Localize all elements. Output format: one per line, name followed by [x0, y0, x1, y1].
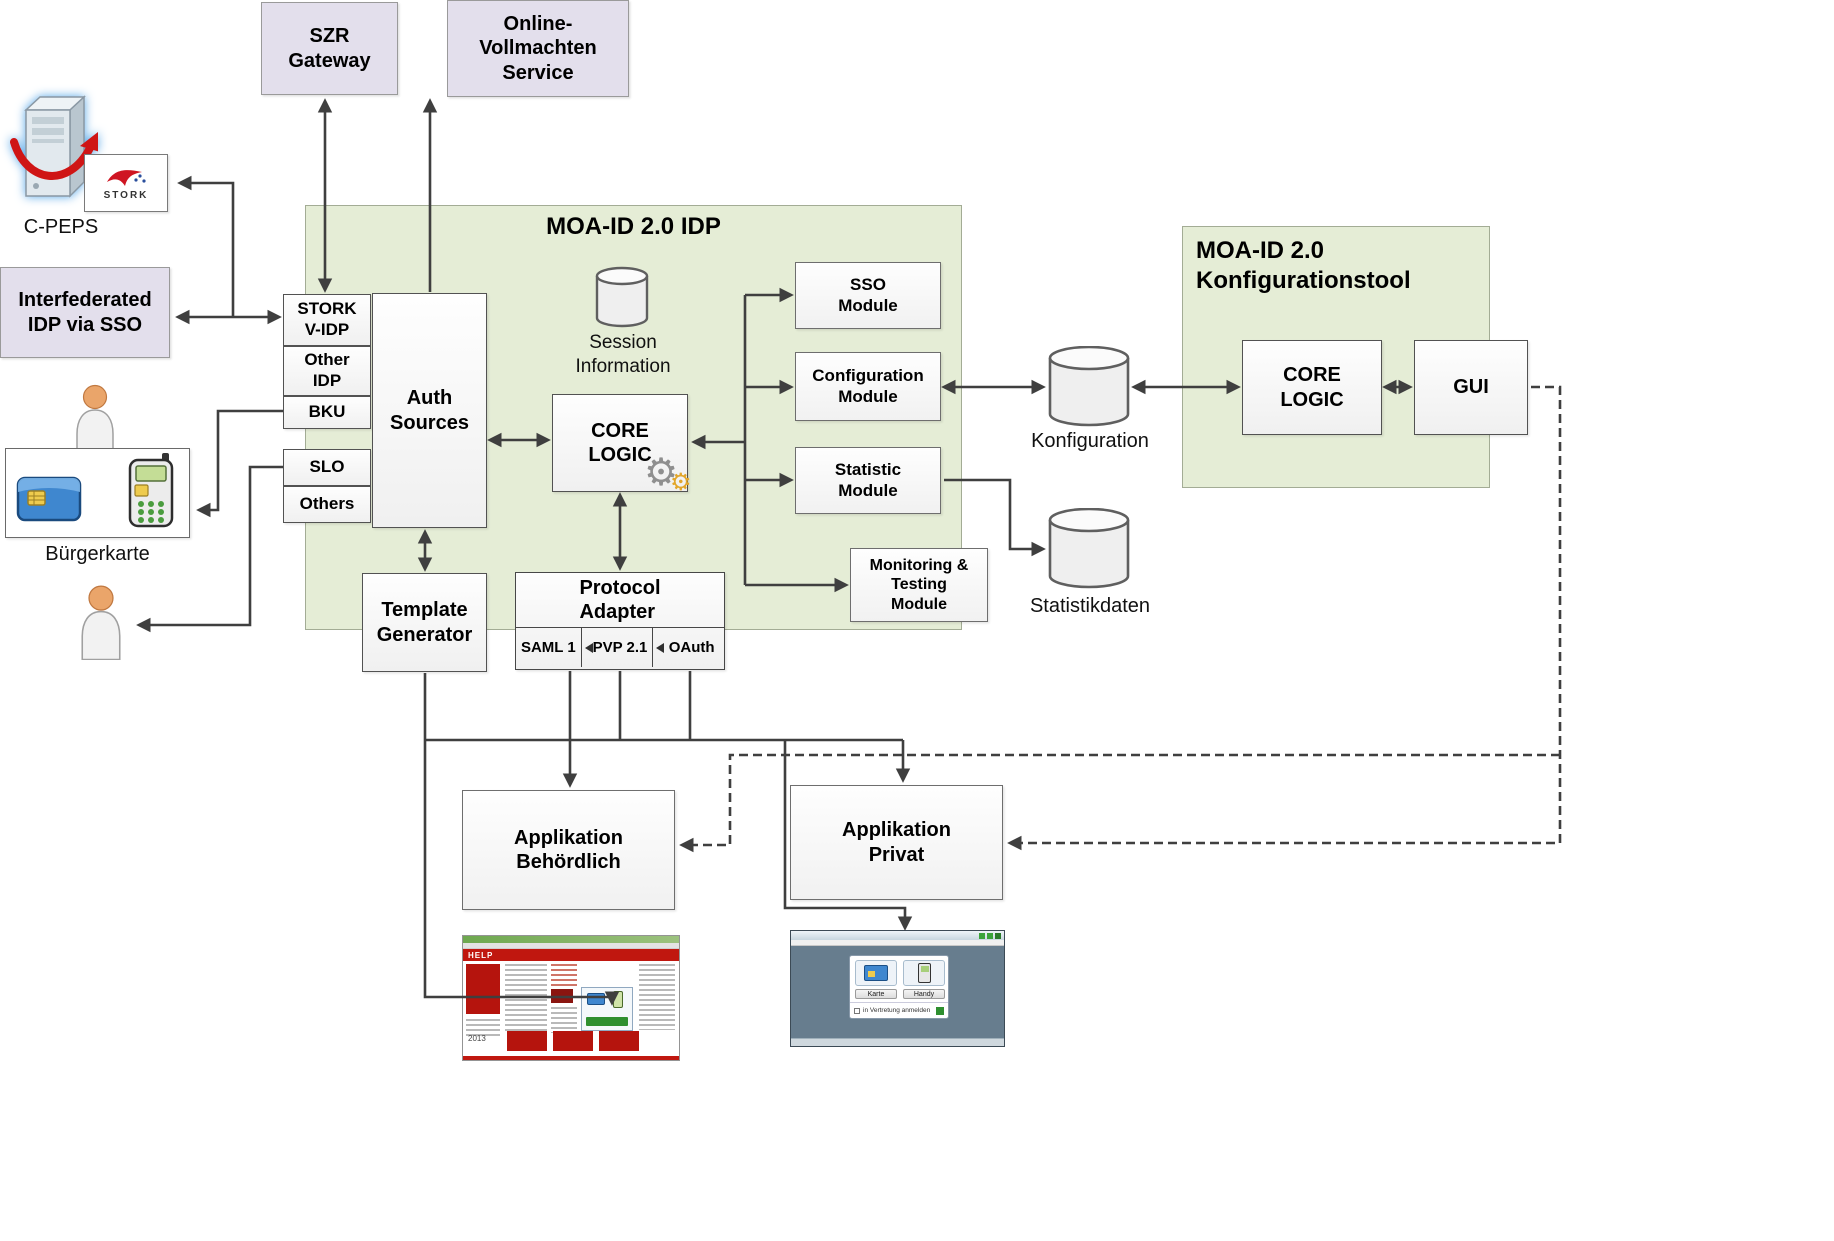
- help-header-band: HELP: [463, 949, 679, 961]
- idp-panel-title: MOA-ID 2.0 IDP: [546, 213, 721, 240]
- statistikdaten-db-icon: [1048, 508, 1130, 589]
- window-menubar: [791, 940, 1004, 946]
- interfederated-idp-node: Interfederated IDP via SSO: [0, 267, 170, 358]
- applikation-behoerdlich-node: Applikation Behördlich: [462, 790, 675, 910]
- window-statusbar: [791, 1038, 1004, 1046]
- phone-tile: [903, 960, 945, 986]
- smartcard-icon: [16, 476, 82, 522]
- vertretung-checkbox: [854, 1007, 860, 1014]
- template-generator-node: Template Generator: [362, 573, 487, 672]
- monitoring-module-node: Monitoring & Testing Module: [850, 548, 988, 622]
- help-widget-button: [586, 1017, 628, 1026]
- others-node: Others: [283, 486, 371, 523]
- window-titlebar: [791, 931, 1004, 940]
- vertretung-label: in Vertretung anmelden: [863, 1007, 931, 1014]
- mini-phone-icon: [917, 963, 931, 983]
- core-logic-konfigtool-node: CORE LOGIC: [1242, 340, 1382, 435]
- stork-vidp-node: STORK V-IDP: [283, 294, 371, 346]
- help-footer-block: [507, 1031, 547, 1051]
- stork-badge: STORK: [84, 154, 168, 212]
- info-badge: [936, 1006, 944, 1015]
- window-button: [995, 932, 1001, 939]
- statistikdaten-label: Statistikdaten: [1029, 595, 1151, 617]
- statistic-module-node: Statistic Module: [795, 447, 941, 514]
- help-bottom-strip: [463, 1056, 679, 1060]
- auth-sources-node: Auth Sources: [372, 293, 487, 528]
- mini-phone-icon: [613, 991, 623, 1008]
- configuration-module-node: Configuration Module: [795, 352, 941, 421]
- help-left-column: [466, 964, 500, 1014]
- konfiguration-label: Konfiguration: [1031, 430, 1149, 452]
- dialog-footer: in Vertretung anmelden: [850, 1002, 948, 1018]
- session-db-icon: [595, 266, 649, 328]
- server-icon: [10, 95, 98, 198]
- mobile-phone-icon: [128, 453, 174, 528]
- protocol-oauth: OAuth: [652, 628, 724, 667]
- session-information-label: Session Information: [575, 332, 671, 377]
- szr-gateway-node: SZR Gateway: [261, 2, 398, 95]
- stork-badge-label: STORK: [103, 189, 149, 201]
- bku-selection-dialog: Karte Handy in Vertretung anmelden: [849, 955, 949, 1019]
- handy-button: Handy: [903, 989, 945, 999]
- help-text-block: [505, 964, 547, 1034]
- protocol-adapter-label: Protocol Adapter: [579, 577, 661, 623]
- protocol-saml1: SAML 1: [520, 639, 576, 656]
- slo-node: SLO: [283, 449, 371, 486]
- karte-button: Karte: [855, 989, 897, 999]
- window-button: [987, 932, 993, 939]
- help-footer-block: [599, 1031, 639, 1051]
- buergerkarte-label: Bürgerkarte: [45, 543, 150, 565]
- konfiguration-db-icon: [1048, 346, 1130, 427]
- gear-icon: ⚙ ⚙: [644, 450, 692, 496]
- card-tile: [855, 960, 897, 986]
- c-peps-label: C-PEPS: [23, 216, 99, 238]
- mini-card-icon: [587, 993, 605, 1005]
- arrow-bku-buergerkarte: [196, 409, 283, 518]
- help-logo: HELP: [468, 950, 494, 960]
- login-window-screenshot: Karte Handy in Vertretung anmelden: [790, 930, 1005, 1047]
- help-thumb: [551, 989, 573, 1003]
- help-text-block: [466, 1019, 500, 1037]
- browser-topbar: [463, 936, 679, 943]
- help-portal-screenshot: HELP 2013: [462, 935, 680, 1061]
- help-year: 2013: [468, 1034, 486, 1043]
- protocol-adapter-node: Protocol Adapter SAML 1 PVP 2.1 OAuth: [515, 572, 725, 670]
- sso-module-node: SSO Module: [795, 262, 941, 329]
- online-vollmachten-node: Online- Vollmachten Service: [447, 0, 629, 97]
- protocol-pvp21: PVP 2.1: [580, 628, 653, 667]
- help-text-block: [551, 964, 577, 986]
- help-body: 2013: [463, 961, 679, 1057]
- window-button: [979, 932, 985, 939]
- help-footer-block: [553, 1031, 593, 1051]
- applikation-privat-node: Applikation Privat: [790, 785, 1003, 900]
- person-icon: [81, 585, 121, 660]
- mini-card-icon: [864, 965, 888, 981]
- stork-logo-icon: [107, 169, 146, 186]
- bku-node: BKU: [283, 396, 371, 429]
- other-idp-node: Other IDP: [283, 346, 371, 396]
- gui-node: GUI: [1414, 340, 1528, 435]
- help-text-block: [639, 964, 675, 1030]
- arrow-stork-cpeps: [177, 175, 235, 317]
- help-text-block: [551, 1007, 577, 1033]
- konfigtool-panel-title: MOA-ID 2.0 Konfigurationstool: [1196, 237, 1411, 294]
- person-icon: [76, 384, 114, 456]
- core-logic-idp-node: CORE LOGIC: [552, 394, 688, 492]
- help-bku-widget: [581, 987, 633, 1031]
